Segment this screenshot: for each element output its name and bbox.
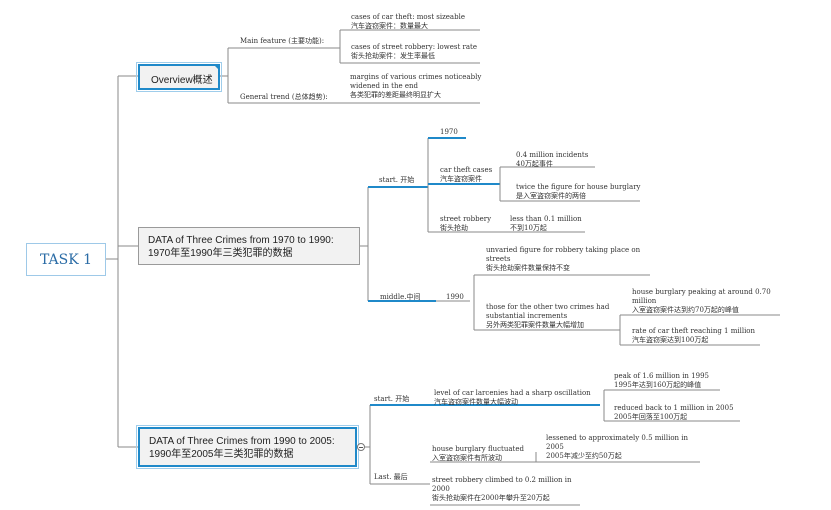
data2-start-label[interactable]: start. 开始 [374,395,410,403]
data2-title-en: DATA of Three Crimes from 1990 to 2005: [149,436,335,447]
robbery-climb-note[interactable]: street robbery climbed to 0.2 million in… [432,476,572,502]
unvaried-note[interactable]: unvaried figure for robbery taking place… [486,246,641,272]
lessened-note[interactable]: lessened to approximately 0.5 million in… [546,434,689,460]
year-1970[interactable]: 1970 [440,128,458,136]
root-title: TASK 1 [39,251,93,268]
overview-node[interactable]: Overview概述 [136,62,222,92]
data1-node[interactable]: DATA of Three Crimes from 1970 to 1990: … [138,227,360,265]
data1-start-label[interactable]: start. 开始 [379,176,415,184]
data2-title-zh: 1990年至2005年三类犯罪的数据 [149,449,294,460]
year-1990[interactable]: 1990 [446,293,464,301]
data2-last-label[interactable]: Last. 最后 [374,473,408,481]
general-trend-label[interactable]: General trend (总体趋势): [240,93,328,101]
data1-title-zh: 1970年至1990年三类犯罪的数据 [148,248,293,259]
overview-title: Overview概述 [151,75,213,86]
root-node[interactable]: TASK 1 [26,243,106,276]
data1-title-en: DATA of Three Crimes from 1970 to 1990: [148,235,334,246]
larcenies-note[interactable]: level of car larcenies had a sharp oscil… [434,389,591,406]
collapse-toggle-icon[interactable] [357,443,365,451]
fold-marker-icon [213,64,220,71]
main-feature-label[interactable]: Main feature (主要功能): [240,37,325,45]
data2-node[interactable]: DATA of Three Crimes from 1990 to 2005: … [136,425,359,469]
data1-middle-label[interactable]: middle.中间 [380,293,421,301]
